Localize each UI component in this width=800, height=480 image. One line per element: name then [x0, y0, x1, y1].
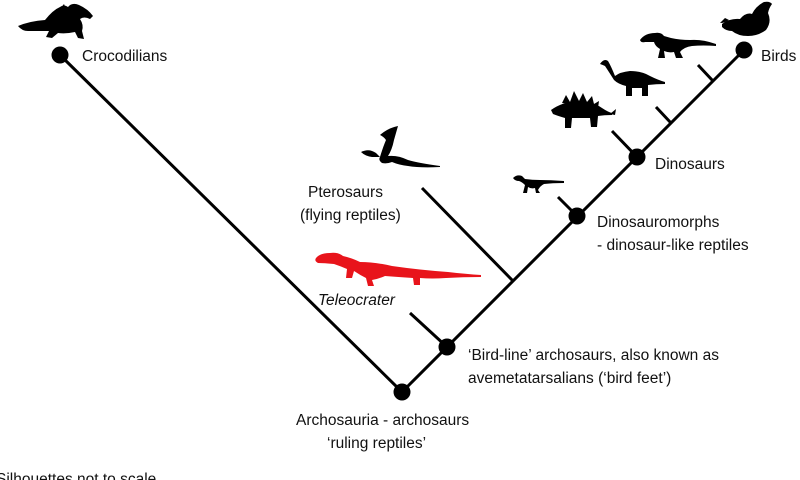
label-pterosaurs-desc: (flying reptiles) [300, 207, 401, 224]
label-archosauria: Archosauria - archosaurs [296, 412, 469, 429]
branch-sauropod [654, 105, 673, 125]
tree-labels: Crocodilians Birds Dinosaurs Dinosauromo… [0, 48, 797, 480]
label-teleocrater: Teleocrater [318, 292, 396, 309]
label-birds: Birds [761, 48, 797, 65]
node-birds [735, 41, 753, 59]
node-archosauria [393, 383, 411, 401]
theropod-icon [640, 32, 716, 58]
label-crocodilians: Crocodilians [82, 48, 168, 65]
node-crocodilians [51, 46, 69, 64]
branch-theropod [696, 63, 715, 83]
label-dinosauromorphs-desc: - dinosaur-like reptiles [597, 237, 749, 254]
stegosaur-icon [551, 91, 616, 128]
label-bird-line: ‘Bird-line’ archosaurs, also known as [468, 347, 719, 364]
branch-pterosaurs [420, 186, 515, 283]
crocodile-icon [18, 3, 93, 39]
label-pterosaurs: Pterosaurs [308, 184, 383, 201]
duck-icon [720, 1, 772, 36]
dinosauromorph-icon [513, 175, 564, 193]
footnote: Silhouettes not to scale [0, 471, 156, 480]
label-dinosaurs: Dinosaurs [655, 156, 725, 173]
label-bird-line-desc: avemetatarsalians (‘bird feet’) [468, 370, 671, 387]
node-dinosaurs [628, 148, 646, 166]
branch-croc [58, 53, 404, 394]
tree-nodes [51, 41, 753, 401]
node-dinosauromorphs [568, 207, 586, 225]
sauropod-icon [600, 60, 665, 96]
label-dinosauromorphs: Dinosauromorphs [597, 214, 720, 231]
pterosaur-icon [361, 126, 440, 168]
teleocrater-icon [315, 252, 481, 286]
node-bird-line [438, 338, 456, 356]
label-archosauria-desc: ‘ruling reptiles’ [327, 435, 426, 452]
